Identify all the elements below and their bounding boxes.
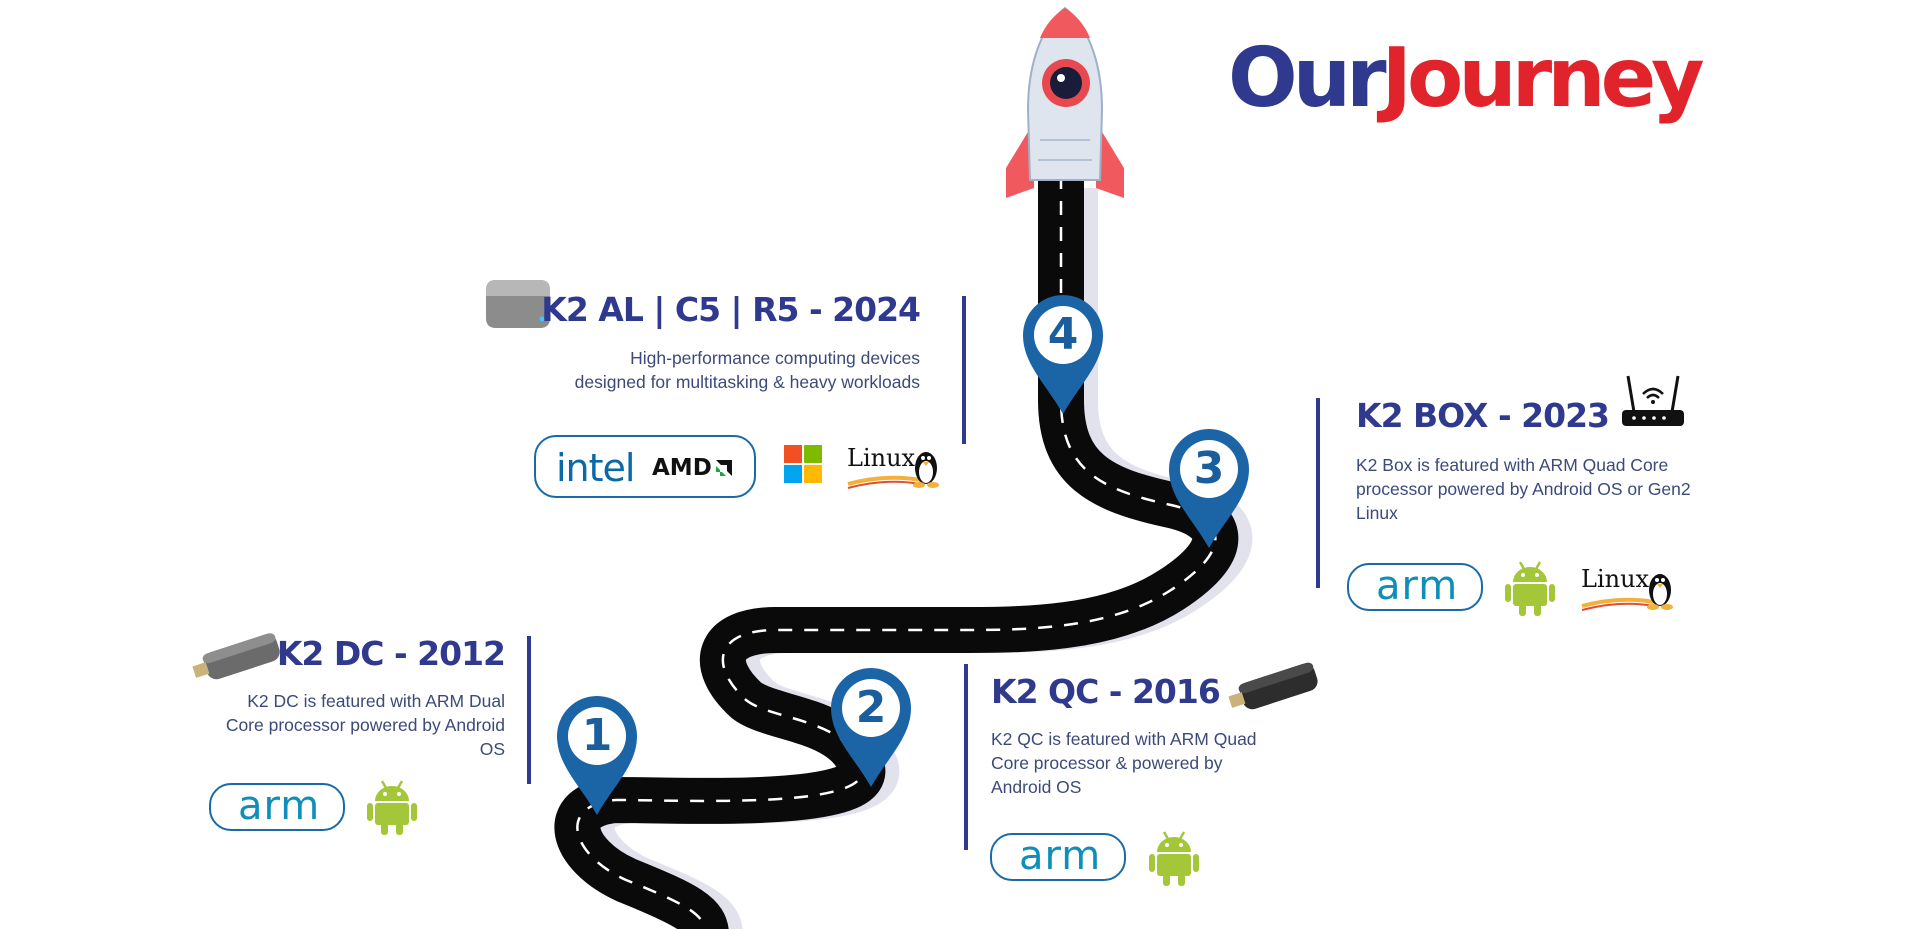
- router-icon: [1622, 375, 1684, 426]
- linux-logo-text-3: Linux: [1581, 565, 1650, 593]
- arm-logo-1: arm: [238, 783, 321, 829]
- tux-penguin-icon: [847, 452, 939, 489]
- intel-amd-logo-badge: intel AMD: [534, 435, 756, 498]
- title-word-journey: Journey: [1381, 31, 1705, 126]
- milestone-pin-3: [1169, 429, 1249, 548]
- milestone-2-divider: [964, 664, 968, 850]
- milestone-pin-1: [557, 696, 637, 815]
- amd-arrow-icon: [716, 460, 732, 476]
- rocket-icon: [1006, 6, 1124, 198]
- arm-logo-badge-1: arm: [209, 783, 345, 831]
- milestone-pin-4: [1023, 295, 1103, 414]
- milestone-2-heading: K2 QC - 2016: [991, 672, 1221, 711]
- android-icon: [1149, 831, 1199, 886]
- milestone-3-divider: [1316, 398, 1320, 588]
- milestone-4-heading: K2 AL | C5 | R5 - 2024: [541, 290, 921, 329]
- milestone-1-heading: K2 DC - 2012: [276, 634, 506, 673]
- milestone-3-heading: K2 BOX - 2023: [1356, 396, 1610, 435]
- pin-number-1: 1: [581, 710, 613, 761]
- pin-number-2: 2: [855, 682, 887, 733]
- android-icon: [367, 780, 417, 835]
- windows-icon: [784, 445, 822, 483]
- arm-logo-badge-2: arm: [990, 833, 1126, 881]
- pin-number-4: 4: [1047, 309, 1079, 360]
- milestone-2-description: K2 QC is featured with ARM Quad Core pro…: [991, 729, 1257, 797]
- milestone-4-divider: [962, 296, 966, 444]
- title-word-our: Our: [1228, 31, 1387, 126]
- tux-penguin-icon: [1581, 574, 1673, 611]
- mini-pc-icon: [486, 280, 550, 328]
- android-icon: [1505, 561, 1555, 616]
- arm-logo-3: arm: [1376, 563, 1459, 609]
- page-title: OurJourney: [1228, 38, 1705, 120]
- arm-logo-2: arm: [1019, 833, 1102, 879]
- linux-logo-text-4: Linux: [847, 444, 916, 472]
- usb-stick-icon: [1228, 662, 1318, 710]
- arm-logo-badge-3: arm: [1347, 563, 1483, 611]
- milestone-1-divider: [527, 636, 531, 784]
- milestone-3-description: K2 Box is featured with ARM Quad Core pr…: [1356, 455, 1691, 523]
- intel-logo: intel: [556, 446, 635, 490]
- pin-number-3: 3: [1193, 443, 1225, 494]
- usb-stick-icon: [192, 633, 280, 680]
- milestone-4-description: High-performance computing devices desig…: [574, 348, 920, 392]
- amd-logo: AMD: [652, 455, 712, 481]
- milestone-1-description: K2 DC is featured with ARM Dual Core pro…: [225, 691, 505, 759]
- milestone-pin-2: [831, 668, 911, 787]
